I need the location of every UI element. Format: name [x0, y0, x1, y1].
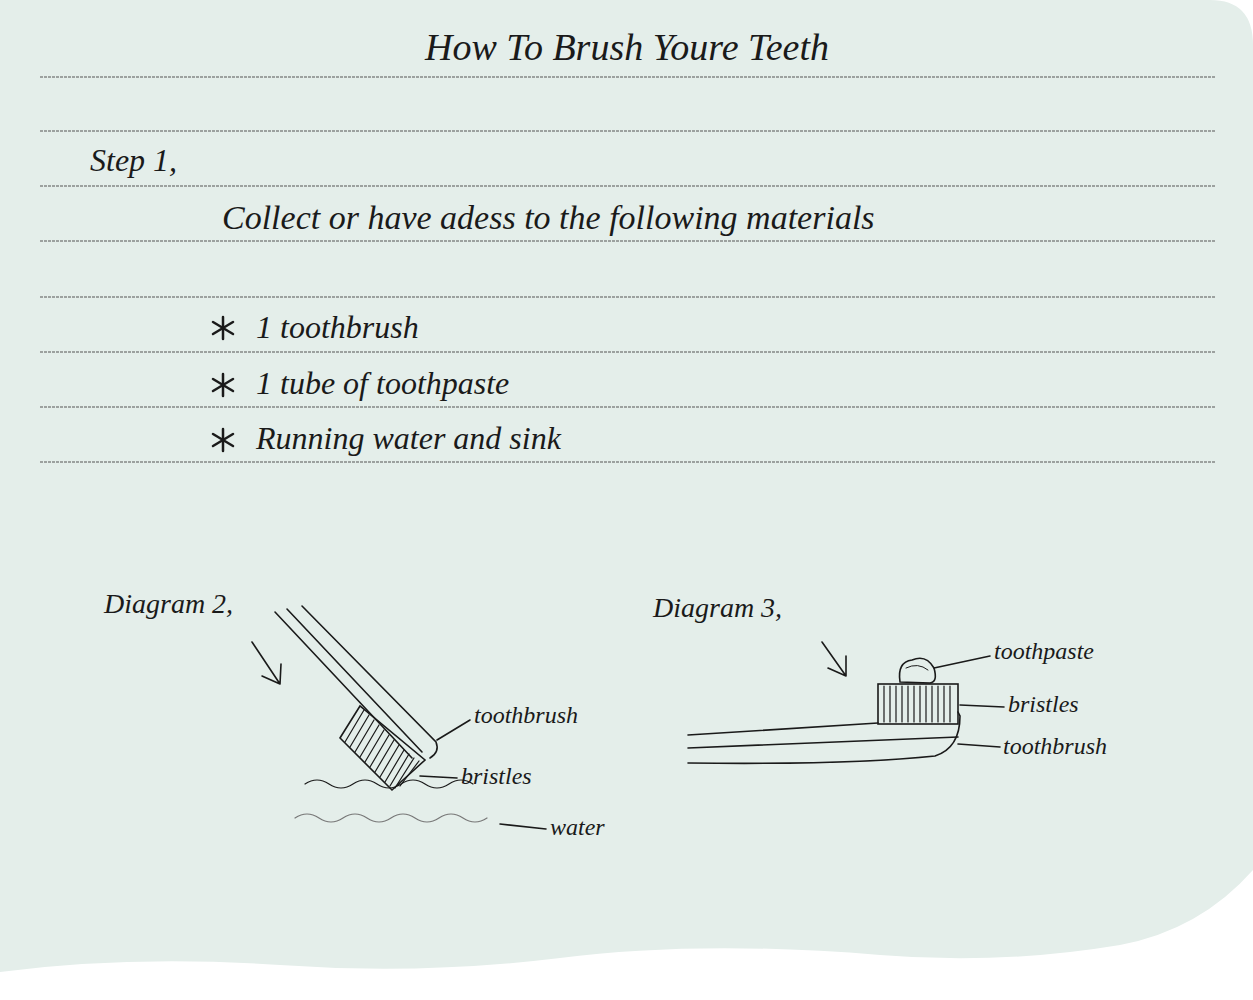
ruled-lines: [40, 77, 1215, 462]
diagram-caption: Diagram 2,: [104, 588, 233, 620]
part-label: toothbrush: [1003, 733, 1107, 761]
part-label: water: [550, 814, 605, 842]
instruction-text: Collect or have adess to the following m…: [222, 198, 875, 237]
part-label: toothbrush: [474, 702, 578, 730]
part-label: bristles: [461, 763, 532, 791]
paper-sheet: [0, 0, 1253, 972]
bullet-asterisks: [213, 317, 233, 451]
part-label: toothpaste: [994, 638, 1094, 666]
diagram-3-drawing: [688, 642, 1004, 763]
material-item: 1 toothbrush: [256, 309, 419, 346]
material-item: 1 tube of toothpaste: [256, 365, 509, 402]
page-title: How To Brush Youre Teeth: [425, 26, 829, 70]
step-heading: Step 1,: [90, 142, 177, 179]
material-item: Running water and sink: [256, 420, 561, 457]
part-label: bristles: [1008, 691, 1079, 719]
diagram-caption: Diagram 3,: [653, 592, 782, 624]
